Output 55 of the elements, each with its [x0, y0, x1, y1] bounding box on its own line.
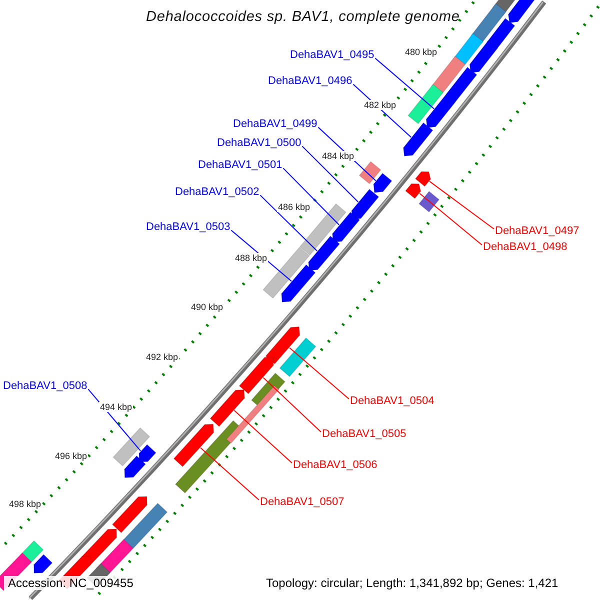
gene-label: DehaBAV1_0496: [268, 75, 352, 88]
gene-label: DehaBAV1_0504: [350, 395, 434, 408]
gene-feature: [351, 188, 380, 220]
gene-label: DehaBAV1_0506: [293, 459, 378, 472]
gene-label: DehaBAV1_0507: [260, 496, 344, 510]
gene-label: DehaBAV1_0505: [322, 428, 406, 442]
gene-label: DehaBAV1_0502: [175, 186, 260, 200]
gene-feature: [446, 66, 478, 103]
gene-feature: [34, 554, 53, 574]
scale-label: 486 kbp: [277, 202, 312, 212]
gene-feature: [173, 424, 214, 468]
leader-line: [289, 347, 350, 400]
leader-line: [429, 180, 494, 230]
scale-label: 488 kbp: [234, 252, 268, 264]
scale-label: 482 kbp: [363, 100, 398, 110]
gene-feature: [308, 236, 340, 271]
leader-line: [260, 194, 318, 252]
gene-feature: [112, 496, 148, 534]
leader-line: [302, 146, 359, 202]
gene-feature: [403, 122, 434, 156]
gene-label: DehaBAV1_0501: [198, 159, 282, 172]
leader-line: [200, 447, 260, 500]
gene-feature: [124, 455, 146, 478]
leader-line: [419, 192, 482, 246]
scale-label: 484 kbp: [321, 150, 356, 162]
gene-feature: [210, 389, 245, 427]
gene-label: DehaBAV1_0508: [3, 380, 88, 394]
leader-line: [234, 410, 292, 464]
gene-feature: [281, 264, 316, 302]
gene-feature: [265, 326, 300, 364]
gene-feature: [405, 183, 422, 199]
gene-label: DehaBAV1_0500: [217, 137, 302, 150]
gene-feature: [373, 172, 392, 193]
gene-label: DehaBAV1_0495: [290, 49, 374, 62]
gene-label: DehaBAV1_0498: [483, 241, 568, 254]
gene-label: DehaBAV1_0497: [495, 225, 580, 238]
leader-line: [374, 58, 434, 110]
scale-label: 494 kbp: [99, 402, 134, 412]
gene-feature: [138, 444, 156, 462]
map-title: Dehalococcoides sp. BAV1, complete genome: [146, 9, 460, 26]
gene-feature: [81, 528, 117, 566]
scale-label: 496 kbp: [54, 450, 88, 462]
scale-label: 492 kbp: [145, 352, 180, 362]
gene-label: DehaBAV1_0499: [233, 118, 318, 132]
gene-feature: [426, 94, 456, 128]
leader-line: [262, 377, 322, 432]
gene-feature: [238, 356, 274, 394]
gene-feature: [332, 212, 360, 242]
scale-label: 498 kbp: [8, 498, 42, 510]
gene-label: DehaBAV1_0503: [146, 221, 230, 234]
gene-feature: [469, 40, 498, 74]
scale-label: 480 kbp: [404, 46, 438, 58]
scale-label: 490 kbp: [190, 302, 224, 312]
leader-line: [282, 168, 340, 226]
gene-feature: [414, 171, 431, 187]
